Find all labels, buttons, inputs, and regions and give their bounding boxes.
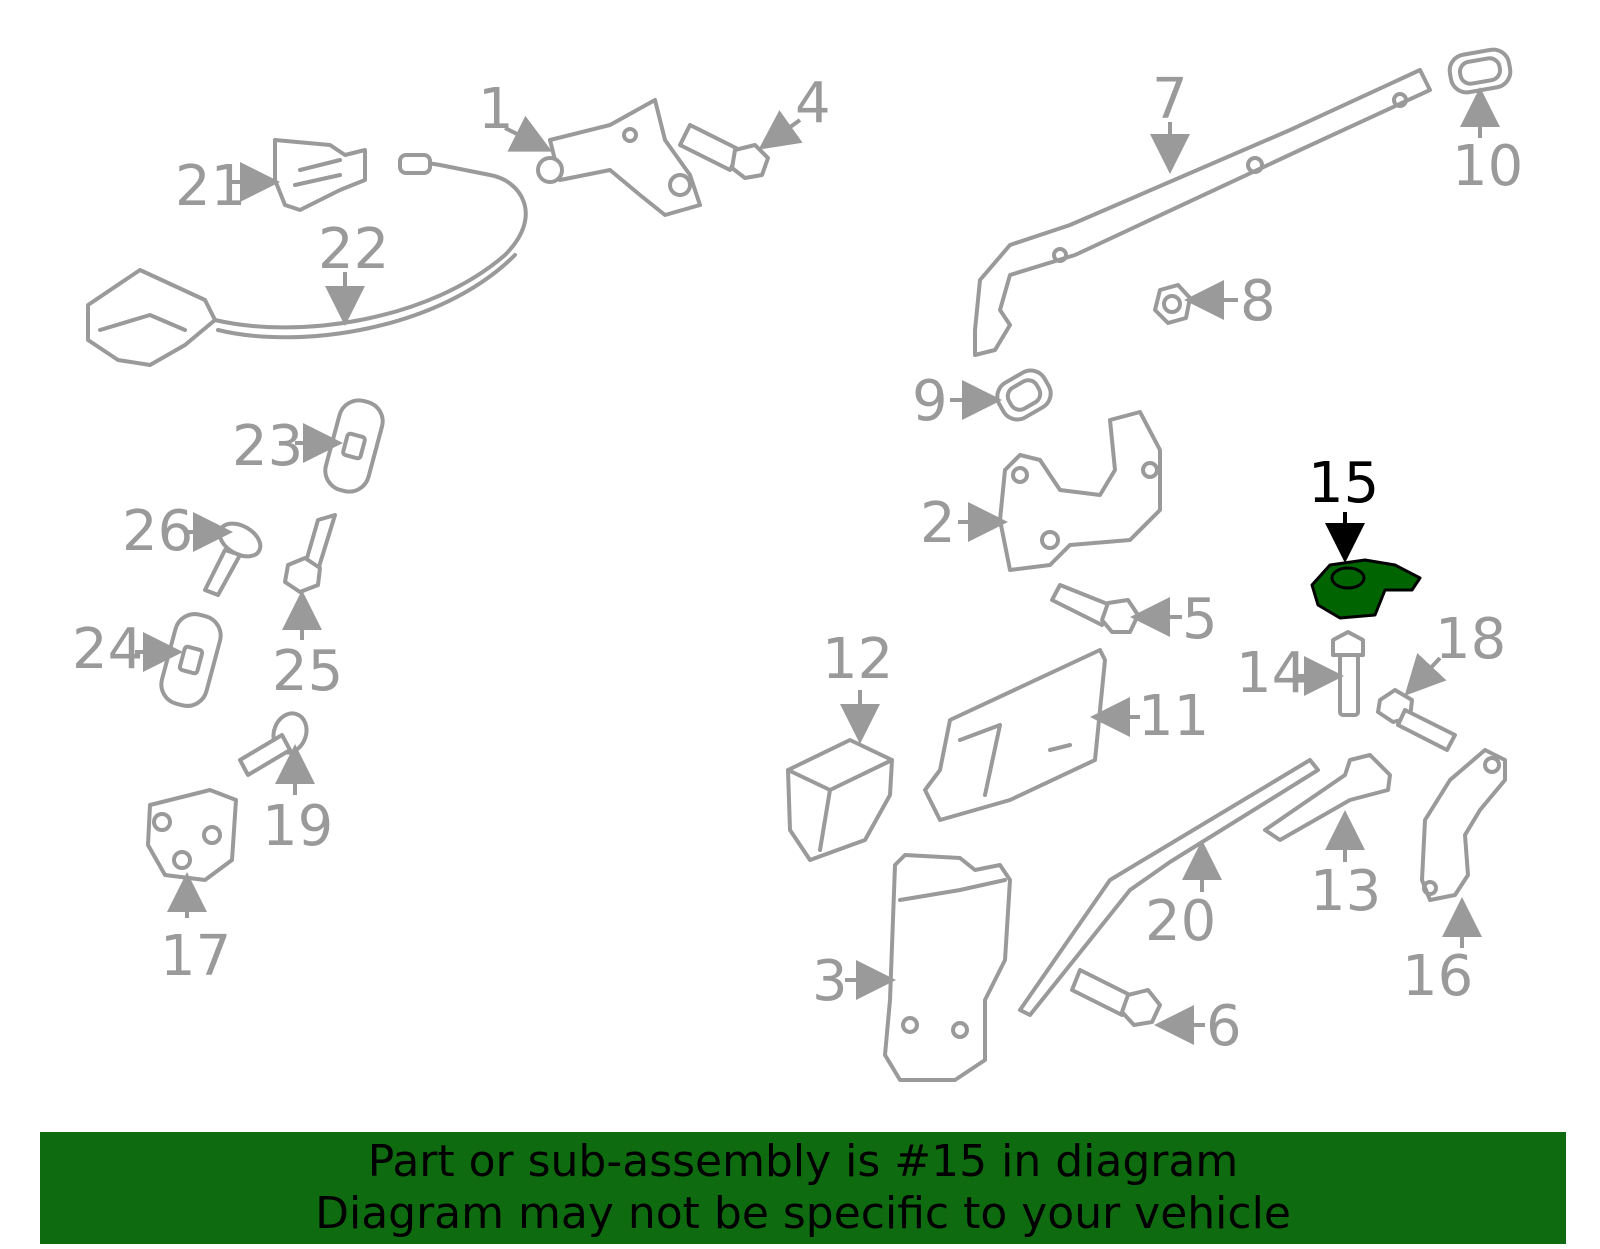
- callout-1: 1: [478, 77, 514, 142]
- part-22-cable: [86, 153, 528, 367]
- part-12-housing: [786, 738, 894, 862]
- callout-16: 16: [1402, 944, 1473, 1009]
- part-1-hinge: [536, 98, 702, 217]
- callout-23: 23: [232, 414, 303, 479]
- part-18-bolt: [1376, 688, 1457, 752]
- part-25-bolt: [283, 513, 337, 594]
- callout-17: 17: [160, 924, 231, 989]
- callout-24: 24: [72, 617, 143, 682]
- part-21-bracket: [273, 138, 367, 212]
- leader-lines: [135, 87, 1500, 1045]
- callout-2: 2: [920, 491, 956, 556]
- callout-22: 22: [318, 217, 389, 282]
- callout-14: 14: [1236, 641, 1307, 706]
- callout-12: 12: [822, 627, 893, 692]
- part-14-bolt: [1331, 630, 1365, 717]
- part-2-hinge: [998, 410, 1162, 572]
- callout-labels: 1 4 21 22 7 10 8 9 2 5 15 14 18 12 11 13…: [72, 67, 1523, 1059]
- callout-8: 8: [1240, 269, 1276, 334]
- callout-15: 15: [1308, 451, 1379, 516]
- part-26-screw: [203, 521, 263, 597]
- callout-5: 5: [1182, 587, 1218, 652]
- part-6-bolt: [1070, 968, 1162, 1027]
- part-5-bolt: [1050, 583, 1140, 634]
- callout-19: 19: [262, 794, 333, 859]
- part-20-channel: [1018, 758, 1320, 1017]
- callout-9: 9: [912, 369, 948, 434]
- callout-21: 21: [175, 154, 246, 219]
- callout-11: 11: [1138, 684, 1209, 749]
- part-9-grommet: [995, 368, 1053, 422]
- part-19-screw: [238, 711, 309, 777]
- callout-10: 10: [1452, 134, 1523, 199]
- callout-20: 20: [1145, 889, 1216, 954]
- part-11-cover: [923, 648, 1107, 822]
- part-13-guide: [1263, 753, 1392, 842]
- callout-26: 26: [122, 499, 193, 564]
- part-23-plate: [323, 398, 385, 494]
- part-4-bolt: [678, 123, 770, 180]
- banner-line-1: Part or sub-assembly is #15 in diagram: [367, 1136, 1239, 1187]
- part-10-grommet: [1447, 47, 1513, 95]
- part-17-striker: [146, 788, 238, 882]
- part-24-plate: [159, 612, 223, 708]
- part-8-nut: [1153, 283, 1192, 325]
- callout-6: 6: [1206, 994, 1242, 1059]
- callout-7: 7: [1152, 67, 1188, 132]
- callout-25: 25: [272, 639, 343, 704]
- callout-13: 13: [1310, 859, 1381, 924]
- callout-3: 3: [812, 949, 848, 1014]
- part-16-bracket: [1420, 748, 1507, 902]
- callout-4: 4: [795, 71, 831, 136]
- banner-line-2: Diagram may not be specific to your vehi…: [315, 1188, 1291, 1239]
- part-15-highlighted: [1310, 558, 1422, 620]
- info-banner: Part or sub-assembly is #15 in diagram D…: [40, 1132, 1566, 1244]
- part-3-latch: [883, 853, 1012, 1082]
- part-7-rail: [973, 68, 1432, 357]
- callout-18: 18: [1435, 607, 1506, 672]
